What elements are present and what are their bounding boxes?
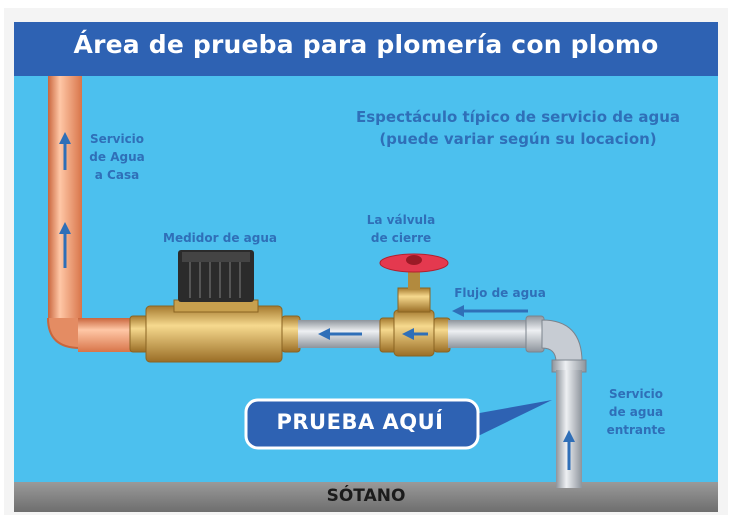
basement-floor xyxy=(14,482,718,512)
house-service-line: de Agua xyxy=(89,150,145,164)
diagram-subtitle: Espectáculo típico de servicio de agua (… xyxy=(318,106,718,150)
water-meter-label: Medidor de agua xyxy=(163,231,277,245)
up-arrow-icon xyxy=(59,132,71,170)
water-meter xyxy=(129,250,301,363)
house-service-line: a Casa xyxy=(94,168,140,182)
up-arrow-icon xyxy=(563,430,575,470)
water-flow-label: Flujo de agua xyxy=(454,286,546,300)
incoming-service-line: Servicio xyxy=(608,387,664,401)
valve-handle-icon xyxy=(379,253,449,273)
diagram-title: Área de prueba para plomería con plomo xyxy=(73,30,659,59)
shutoff-valve xyxy=(379,272,451,357)
shutoff-valve-label: La válvula de cierre xyxy=(356,211,446,247)
subtitle-line: (puede variar según su locacion) xyxy=(379,130,657,148)
up-arrow-icon xyxy=(59,222,71,268)
basement-label: SÓTANO xyxy=(326,486,406,506)
house-service-line: Servicio xyxy=(89,132,145,146)
shutoff-valve-line: de cierre xyxy=(370,231,432,245)
galvanized-pipe-middle xyxy=(298,320,382,348)
incoming-service-label: Servicio de agua entrante xyxy=(586,385,686,439)
shutoff-valve-line: La válvula xyxy=(366,213,436,227)
copper-pipe-up xyxy=(47,76,132,352)
house-service-label: Servicio de Agua a Casa xyxy=(72,130,162,184)
title-bar xyxy=(14,22,718,76)
subtitle-line: Espectáculo típico de servicio de agua xyxy=(355,108,681,126)
incoming-service-line: de agua xyxy=(608,405,664,419)
test-here-text: PRUEBA AQUÍ xyxy=(276,410,444,434)
incoming-service-line: entrante xyxy=(606,423,666,437)
flow-arrow-icon xyxy=(452,305,528,317)
test-here-callout xyxy=(244,398,552,450)
